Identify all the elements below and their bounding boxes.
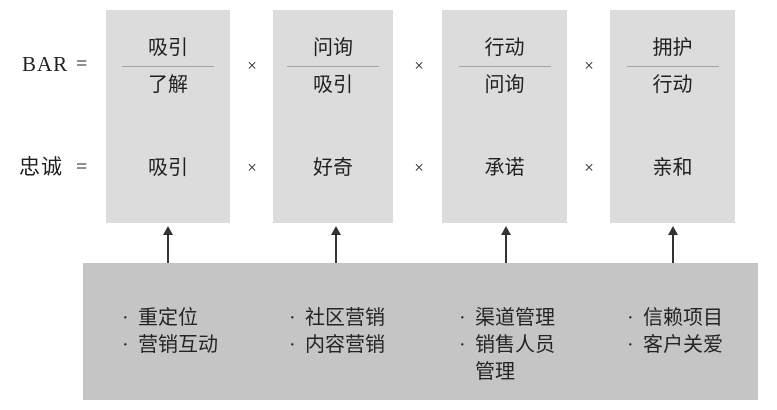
bullet-icon: · xyxy=(627,307,634,329)
multiply-sign: × xyxy=(247,158,257,177)
fraction-numerator: 行动 xyxy=(484,37,525,59)
bullet-text: 营销互动 xyxy=(138,334,218,356)
multiply-sign: × xyxy=(584,158,594,177)
loyalty-term-4: 亲和 xyxy=(652,157,693,179)
formula-label-loyalty: 忠诚 xyxy=(19,155,63,179)
bullet-icon: · xyxy=(459,307,466,329)
bullet-line: · 营销互动 xyxy=(122,332,218,359)
fraction-line xyxy=(287,66,379,67)
bullet-line: · 客户关爱 xyxy=(627,332,723,359)
arrow-shaft xyxy=(505,235,507,281)
multiply-sign: × xyxy=(414,56,424,75)
fraction-2: 问询 吸引 xyxy=(273,35,393,98)
bullet-line: · 内容营销 xyxy=(289,332,385,359)
formula-column-box-1: 吸引 了解 吸引 xyxy=(106,10,230,223)
bullet-line: · 信赖项目 xyxy=(627,305,723,332)
bullet-icon: · xyxy=(459,334,466,356)
bullet-line: · 销售人员 xyxy=(459,332,555,359)
bullet-text: 销售人员 xyxy=(475,334,555,356)
formula-label-bar: BAR xyxy=(22,52,69,76)
formula-column-box-4: 拥护 行动 亲和 xyxy=(610,10,735,223)
bullet-text: 管理 xyxy=(475,361,515,383)
loyalty-term-1: 吸引 xyxy=(148,157,188,179)
fraction-denominator: 了解 xyxy=(148,74,188,96)
formula-column-box-3: 行动 问询 承诺 xyxy=(442,10,567,223)
formula-column-box-2: 问询 吸引 好奇 xyxy=(273,10,393,223)
fraction-numerator: 问询 xyxy=(313,37,353,59)
arrow-shaft xyxy=(672,235,674,281)
bullet-text: 内容营销 xyxy=(305,334,385,356)
multiply-sign: × xyxy=(414,158,424,177)
bullet-line-continuation: 管理 xyxy=(459,359,555,386)
fraction-3: 行动 问询 xyxy=(442,35,567,98)
arrowhead xyxy=(163,226,173,235)
bullet-indent-spacer xyxy=(459,359,475,386)
bullet-text: 渠道管理 xyxy=(475,307,555,329)
arrow-shaft xyxy=(167,235,169,281)
bullet-line: · 社区营销 xyxy=(289,305,385,332)
bullet-text: 社区营销 xyxy=(305,307,385,329)
tactics-panel: · 重定位 · 营销互动 · 社区营销 · 内容营销 · 渠道管理 xyxy=(83,263,758,400)
tactics-group-2: · 社区营销 · 内容营销 xyxy=(289,305,385,359)
fraction-denominator: 问询 xyxy=(484,74,525,96)
fraction-numerator: 拥护 xyxy=(652,37,693,59)
bullet-text: 信赖项目 xyxy=(643,307,723,329)
bullet-text: 重定位 xyxy=(138,307,198,329)
equals-sign-row1: = xyxy=(76,53,88,75)
fraction-4: 拥护 行动 xyxy=(610,35,735,98)
arrowhead xyxy=(331,226,341,235)
fraction-denominator: 行动 xyxy=(652,74,693,96)
bullet-icon: · xyxy=(122,334,129,356)
bullet-line: · 重定位 xyxy=(122,305,218,332)
fraction-1: 吸引 了解 xyxy=(106,35,230,98)
bullet-icon: · xyxy=(627,334,634,356)
loyalty-term-3: 承诺 xyxy=(484,157,525,179)
arrowhead xyxy=(501,226,511,235)
fraction-numerator: 吸引 xyxy=(148,37,188,59)
loyalty-term-2: 好奇 xyxy=(313,157,353,179)
tactics-group-4: · 信赖项目 · 客户关爱 xyxy=(627,305,723,359)
tactics-group-3: · 渠道管理 · 销售人员 管理 xyxy=(459,305,555,386)
multiply-sign: × xyxy=(584,56,594,75)
bullet-text: 客户关爱 xyxy=(643,334,723,356)
fraction-line xyxy=(626,66,719,67)
bullet-icon: · xyxy=(289,307,296,329)
fraction-line xyxy=(458,66,551,67)
multiply-sign: × xyxy=(247,56,257,75)
arrowhead xyxy=(668,226,678,235)
bullet-icon: · xyxy=(122,307,129,329)
tactics-group-1: · 重定位 · 营销互动 xyxy=(122,305,218,359)
arrow-shaft xyxy=(335,235,337,281)
fraction-denominator: 吸引 xyxy=(313,74,353,96)
bullet-icon: · xyxy=(289,334,296,356)
fraction-line xyxy=(122,66,214,67)
bullet-line: · 渠道管理 xyxy=(459,305,555,332)
equals-sign-row2: = xyxy=(76,156,88,178)
